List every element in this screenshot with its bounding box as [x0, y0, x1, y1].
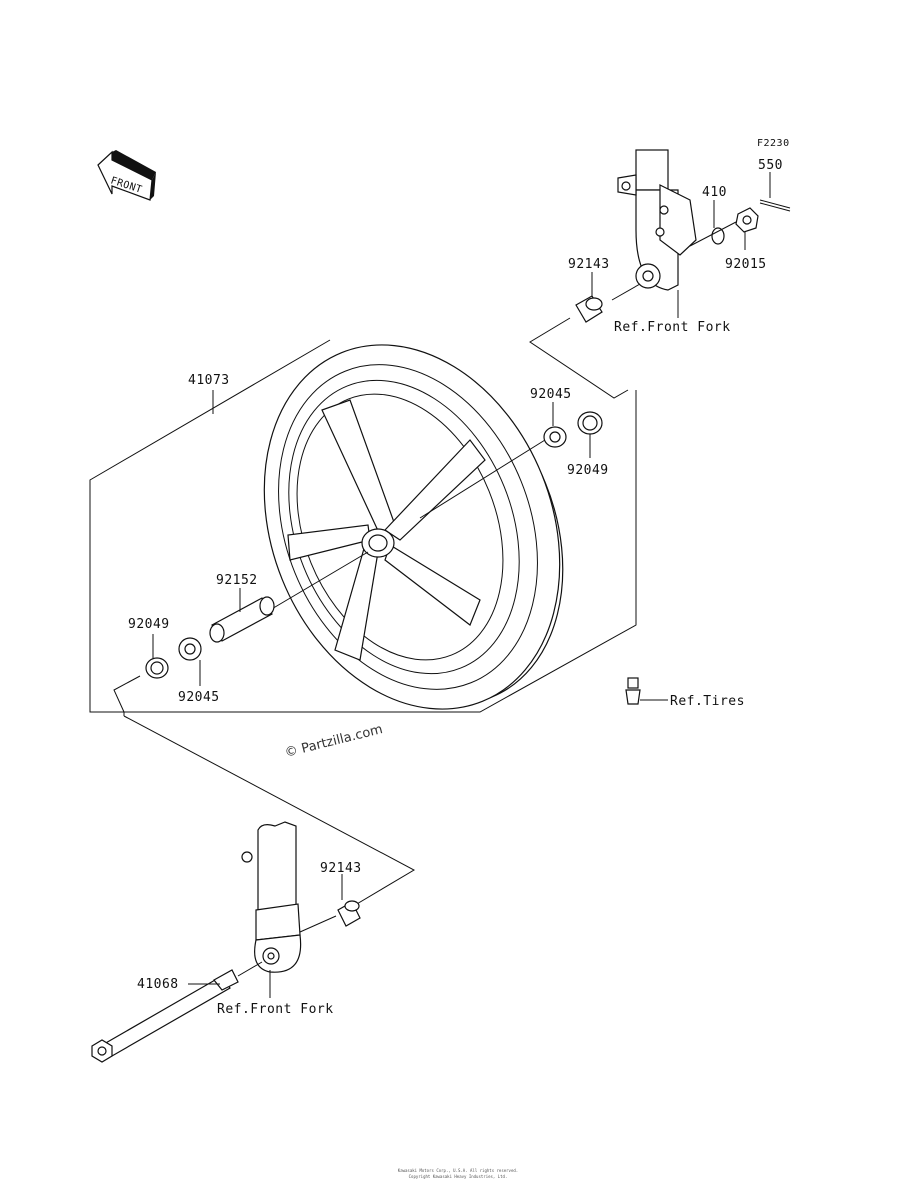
seal-left	[145, 657, 169, 679]
label-92015: 92015	[725, 257, 767, 272]
front-arrow-icon: FRONT	[97, 150, 156, 201]
footer-line-2: Copyright Kawasaki Heavy Industries, Ltd…	[409, 1174, 508, 1179]
label-92049-left: 92049	[128, 617, 170, 632]
label-ref-tires: Ref.Tires	[670, 694, 745, 709]
axle	[91, 969, 239, 1063]
washer	[711, 227, 725, 245]
label-92143-right: 92143	[568, 257, 610, 272]
bearing-right	[543, 426, 567, 448]
label-ref-front-fork-left: Ref.Front Fork	[217, 1002, 334, 1017]
label-ref-front-fork-right: Ref.Front Fork	[614, 320, 731, 335]
diagram-id: F2230	[757, 138, 790, 149]
label-41073: 41073	[188, 373, 230, 388]
label-92143-left: 92143	[320, 861, 362, 876]
label-41068: 41068	[137, 977, 179, 992]
wheel	[263, 344, 564, 710]
bearing-left	[178, 637, 202, 661]
cotter-pin	[759, 172, 791, 212]
watermark: © Partzilla.com	[283, 722, 384, 761]
label-92049-right: 92049	[567, 463, 609, 478]
front-fork-right	[617, 149, 697, 291]
front-fork-left	[241, 821, 302, 973]
spacer	[209, 596, 275, 643]
collar-right	[575, 295, 603, 323]
footer-line-1: Kawasaki Motors Corp., U.S.A. All rights…	[398, 1168, 518, 1173]
tire-valve	[625, 677, 668, 705]
label-550: 550	[758, 158, 783, 173]
label-92152: 92152	[216, 573, 258, 588]
label-92045-left: 92045	[178, 690, 220, 705]
label-92045-right: 92045	[530, 387, 572, 402]
collar-left	[337, 900, 361, 927]
label-410: 410	[702, 185, 727, 200]
seal-right	[577, 411, 603, 435]
